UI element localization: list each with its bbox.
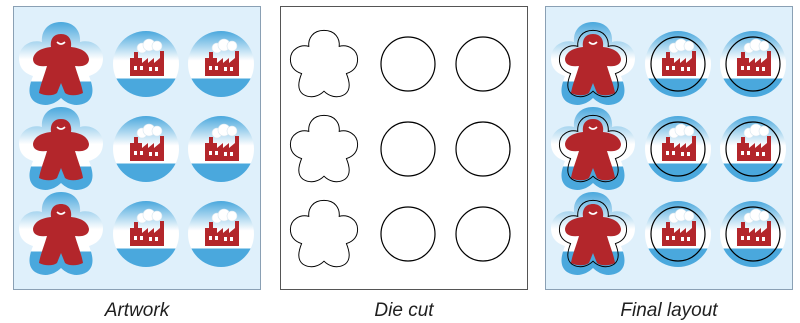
factory-icon [662,123,696,161]
meeple-icon [33,204,89,266]
meeple-cut-line-r2 [558,114,628,183]
factory-token-r3-c2 [645,201,711,267]
artwork-caption: Artwork [104,300,170,321]
factory-token-r2-c3 [720,116,786,182]
artwork-panel [13,6,261,290]
circle-cut-line-r2-c3 [725,121,781,177]
factory-token-r3-c2 [113,201,179,267]
meeple-token-r2 [551,107,635,190]
meeple-die-shape-r1 [289,29,359,98]
meeple-icon [565,204,621,266]
meeple-token-r1 [19,22,103,105]
final-layout-sheet [551,22,786,275]
meeple-smile [588,126,598,130]
diecut-caption: Die cut [374,300,434,321]
meeple-die-shape-r2 [289,114,359,183]
meeple-token-r3 [551,192,635,275]
factory-token-r3-c3 [188,201,254,267]
meeple-icon [565,119,621,181]
circle-cut-line-r1-c3 [725,36,781,92]
factory-token-r1-c2 [113,31,179,97]
circle-cut-line-r3-c2 [650,206,706,262]
meeple-smile [56,126,66,130]
factory-token-r1-c3 [188,31,254,97]
circle-die-shape-r1-c3 [455,36,511,92]
factory-icon [737,208,771,246]
factory-icon [130,38,164,76]
factory-token-r1-c3 [720,31,786,97]
factory-icon [205,208,239,246]
final-layout-caption: Final layout [620,300,718,321]
meeple-cut-line-r3 [558,199,628,268]
meeple-cut-line-r1 [558,29,628,98]
meeple-icon [565,34,621,96]
factory-icon [130,123,164,161]
meeple-token-r2 [19,107,103,190]
circle-die-shape-r1-c2 [380,36,436,92]
meeple-token-r1 [551,22,635,105]
meeple-smile [56,41,66,45]
factory-icon [662,38,696,76]
factory-token-r2-c2 [645,116,711,182]
factory-token-r1-c2 [645,31,711,97]
factory-icon [737,38,771,76]
circle-die-shape-r3-c2 [380,206,436,262]
factory-icon [737,123,771,161]
circle-cut-line-r3-c3 [725,206,781,262]
meeple-smile [588,211,598,215]
meeple-icon [33,119,89,181]
factory-icon [130,208,164,246]
diecut-sheet [289,29,511,268]
diecut-panel [280,6,528,290]
final-layout-panel [545,6,793,290]
circle-die-shape-r3-c3 [455,206,511,262]
circle-die-shape-r2-c3 [455,121,511,177]
circle-cut-line-r2-c2 [650,121,706,177]
factory-icon [662,208,696,246]
circle-die-shape-r2-c2 [380,121,436,177]
factory-token-r2-c3 [188,116,254,182]
meeple-smile [56,211,66,215]
meeple-smile [588,41,598,45]
meeple-icon [33,34,89,96]
factory-icon [205,123,239,161]
artwork-sheet [19,22,254,275]
circle-cut-line-r1-c2 [650,36,706,92]
meeple-die-shape-r3 [289,199,359,268]
factory-token-r3-c3 [720,201,786,267]
factory-icon [205,38,239,76]
factory-token-r2-c2 [113,116,179,182]
meeple-token-r3 [19,192,103,275]
